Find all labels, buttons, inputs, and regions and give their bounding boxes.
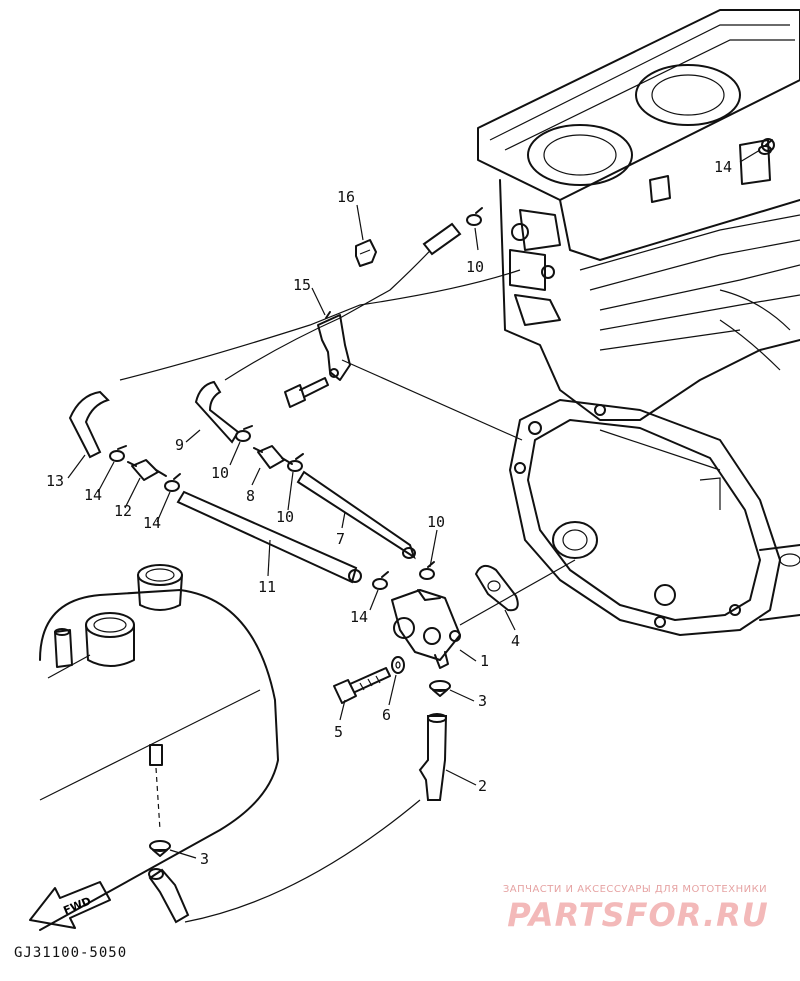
bolt-15: [284, 377, 329, 408]
callout-14b: 14: [143, 514, 161, 532]
fuel-filter-12: [127, 459, 167, 481]
callout-13: 13: [46, 472, 64, 490]
fuel-cock-1: [391, 589, 461, 669]
callout-14c: 14: [350, 608, 368, 626]
callout-11: 11: [258, 578, 276, 596]
callout-10b: 10: [276, 508, 294, 526]
fwd-arrow: FWD: [29, 881, 111, 929]
clamp-14b: [164, 473, 181, 492]
callout-6: 6: [382, 706, 391, 724]
callout-10c: 10: [427, 513, 445, 531]
gasket-4: [475, 564, 519, 612]
clamp-10a: [235, 425, 253, 442]
hose-upper-short: [422, 222, 462, 256]
clip-16: [355, 239, 377, 267]
engine-block: [477, 9, 800, 421]
watermark-logo: PARTSFOR.RU: [507, 896, 769, 934]
callout-5: 5: [334, 723, 343, 741]
clamp-14c: [372, 571, 389, 590]
hose-13: [68, 390, 110, 459]
callout-15: 15: [293, 276, 311, 294]
callout-10a: 10: [211, 464, 229, 482]
callout-10d: 10: [466, 258, 484, 276]
clamp-3b: [149, 840, 171, 857]
hose-7: [296, 470, 416, 560]
callout-4: 4: [511, 632, 520, 650]
callout-8: 8: [246, 487, 255, 505]
fuel-filter-8: [253, 445, 293, 469]
bolt-5: [333, 667, 391, 704]
hose-11: [176, 490, 358, 584]
leader-bottom-return: [184, 799, 421, 923]
callout-16: 16: [337, 188, 355, 206]
washer-6: [391, 656, 405, 674]
hose-lower: [148, 868, 190, 924]
magneto-cover: [509, 399, 800, 636]
fuel-line-upper-2: [224, 239, 441, 381]
watermark-subtitle: ЗАПЧАСТИ И АКСЕССУАРЫ ДЛЯ МОТОТЕХНИКИ: [502, 884, 768, 895]
callout-3a: 3: [478, 692, 487, 710]
callout-12: 12: [114, 502, 132, 520]
callout-14d: 14: [714, 158, 732, 176]
clamp-10b: [287, 453, 304, 472]
clamp-10d: [466, 207, 483, 226]
clamp-10c: [419, 561, 435, 580]
callout-1: 1: [480, 652, 489, 670]
callout-14a: 14: [84, 486, 102, 504]
fuel-line-upper: [119, 269, 521, 381]
leader-4-to-boss: [459, 559, 576, 626]
callout-2: 2: [478, 777, 487, 795]
clamp-3a: [429, 680, 451, 697]
hose-9: [194, 380, 240, 444]
vent-line: [47, 654, 91, 679]
callout-7: 7: [336, 530, 345, 548]
hose-2: [418, 715, 448, 801]
bracket-15: [317, 311, 351, 381]
diagram-code: GJ31100-5050: [14, 945, 128, 961]
clamp-14a: [109, 445, 127, 462]
fuel-tank: [39, 564, 279, 931]
leader-15-to-engine: [341, 359, 523, 441]
callout-leaders: [67, 149, 761, 859]
callout-9: 9: [175, 436, 184, 454]
callout-3b: 3: [200, 850, 209, 868]
